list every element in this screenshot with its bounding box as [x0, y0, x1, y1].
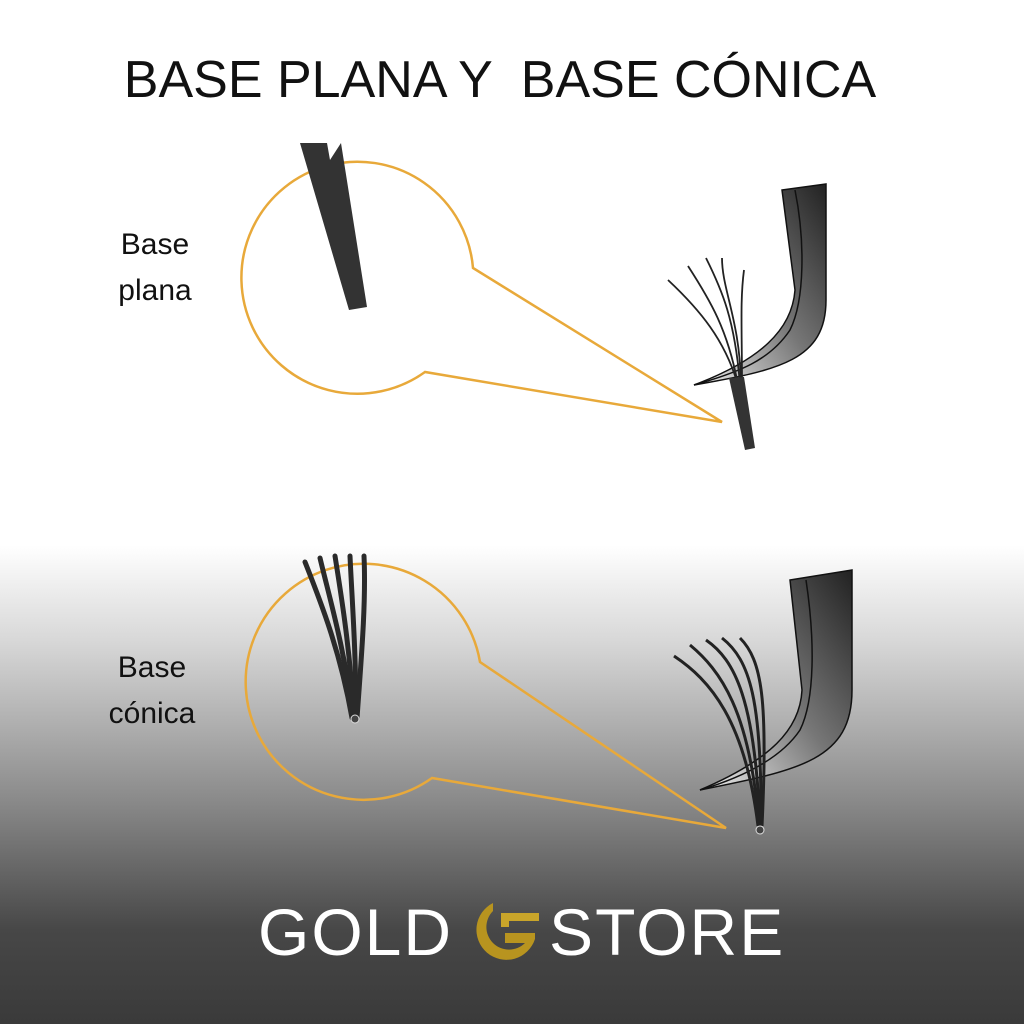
gs-monogram-icon — [476, 903, 540, 960]
label-line: plana — [118, 274, 192, 307]
lash-fan-flat-base — [667, 183, 827, 450]
callout-base-conica — [244, 562, 727, 830]
label-base-conica: Base cónica — [72, 645, 232, 737]
lash-fan-conical-base — [673, 569, 853, 835]
brand-text-right: STORE — [549, 895, 786, 969]
lash-conical-base-zoom — [302, 553, 368, 724]
callout-base-plana — [240, 160, 723, 424]
brand-logo: GOLD STORE — [258, 892, 785, 972]
label-line: cónica — [108, 697, 196, 730]
lash-flat-base-zoom — [300, 143, 367, 310]
brand-text-left: GOLD — [258, 895, 454, 969]
label-line: Base — [117, 651, 187, 684]
label-base-plana: Base plana — [75, 222, 235, 314]
label-line: Base — [120, 228, 190, 261]
page-title: BASE PLANA Y BASE CÓNICA — [123, 51, 877, 109]
